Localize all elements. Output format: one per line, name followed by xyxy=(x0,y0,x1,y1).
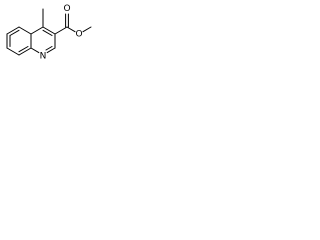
bond-c5-c6 xyxy=(18,47,32,56)
bond-c6-c7 xyxy=(6,47,20,56)
ester-oxygen-label: O xyxy=(75,30,82,40)
double-bond-c2-n1-inner xyxy=(45,46,53,51)
double-bond-c5-c6-inner xyxy=(18,46,29,53)
bond-c8a-c4a xyxy=(18,26,32,35)
bond-carbonyl-carbon-ester-oxygen xyxy=(66,26,76,33)
methyl-ester-group xyxy=(54,13,92,35)
ring-nitrogen-label: N xyxy=(40,52,47,62)
bond-n1-c8a-ring xyxy=(30,47,40,54)
benzene-ring xyxy=(6,26,32,56)
bond-c4a-c4 xyxy=(30,26,44,35)
double-bond-c8-c8a-inner xyxy=(9,29,20,36)
bond-c2-n1 xyxy=(46,47,56,54)
pyridine-ring xyxy=(30,26,56,54)
double-bond-c4-c3-inner xyxy=(42,29,53,36)
bond-c4-c3 xyxy=(42,26,56,35)
carbonyl-oxygen-label: O xyxy=(63,4,70,14)
bond-ester-oxygen-methyl xyxy=(82,26,92,33)
chemical-structure-diagram: N O O xyxy=(6,4,92,62)
bond-c3-carbonyl-carbon xyxy=(54,26,68,35)
bond-c8-c8a xyxy=(6,26,20,35)
